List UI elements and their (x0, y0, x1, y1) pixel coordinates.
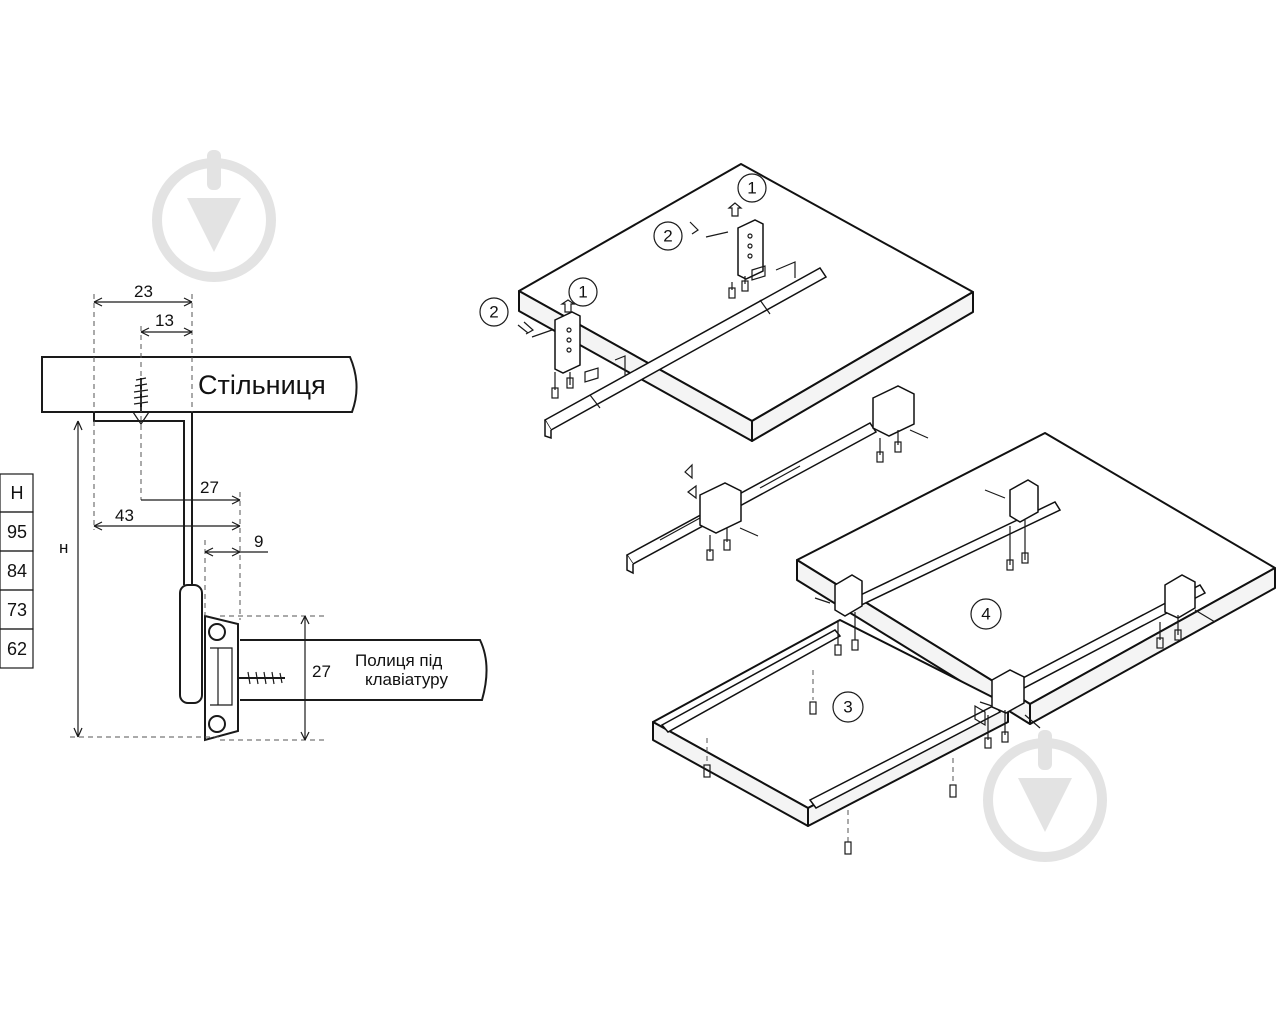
step-marker-1b (568, 277, 598, 307)
height-symbol: н (59, 538, 68, 557)
bracket-bottom-2 (814, 574, 863, 656)
step-marker-1a (737, 173, 767, 203)
screw-guide-lines (703, 670, 957, 855)
table-row: 73 (7, 600, 27, 620)
watermark-icon-top (152, 150, 276, 282)
dimension-lines (70, 294, 325, 741)
dim-43: 43 (115, 506, 134, 525)
dim-27-right: 27 (312, 662, 331, 681)
dim-23: 23 (134, 282, 153, 301)
dim-13: 13 (155, 311, 174, 330)
height-table (0, 473, 34, 669)
loose-rail (625, 422, 878, 575)
bracket (93, 411, 193, 585)
table-header: H (11, 483, 24, 503)
rail-profile (179, 584, 239, 742)
bracket-bottom-1 (984, 479, 1039, 571)
bracket-bottom-4 (974, 669, 1041, 749)
worktop-label: Стільниця (198, 370, 326, 400)
step-marker-4-label: 4 (981, 605, 990, 624)
bracket-mid-2 (684, 463, 759, 561)
step-marker-1a-label: 1 (747, 179, 756, 198)
step-marker-3-label: 3 (843, 698, 852, 717)
step-marker-2a (653, 221, 683, 251)
shelf-label-line1: Полиця під (355, 651, 442, 670)
insert-arrows (517, 202, 743, 335)
dim-9: 9 (254, 532, 263, 551)
step-marker-2a-label: 2 (663, 227, 672, 246)
bracket-mid-1 (872, 385, 929, 463)
keyboard-shelf-board (652, 619, 1009, 827)
worktop-rail (543, 267, 828, 440)
step-marker-2b-label: 2 (489, 303, 498, 322)
table-row: 84 (7, 561, 27, 581)
bracket-bottom-3 (1156, 574, 1216, 649)
table-row: 95 (7, 522, 27, 542)
step-marker-1b-label: 1 (578, 283, 587, 302)
shelf-screw (238, 671, 285, 685)
bracket-top-2 (705, 219, 796, 299)
worktop-section (41, 356, 358, 413)
bracket-top-1 (531, 311, 626, 399)
keyboard-shelf-section (240, 639, 488, 701)
step-marker-2b (479, 297, 509, 327)
table-row: 62 (7, 639, 27, 659)
step-marker-4 (970, 598, 1002, 630)
watermark-icon-bottom (983, 730, 1107, 862)
shelf-label-line2: клавіатуру (365, 670, 448, 689)
step-marker-3 (832, 691, 864, 723)
dim-27-top: 27 (200, 478, 219, 497)
